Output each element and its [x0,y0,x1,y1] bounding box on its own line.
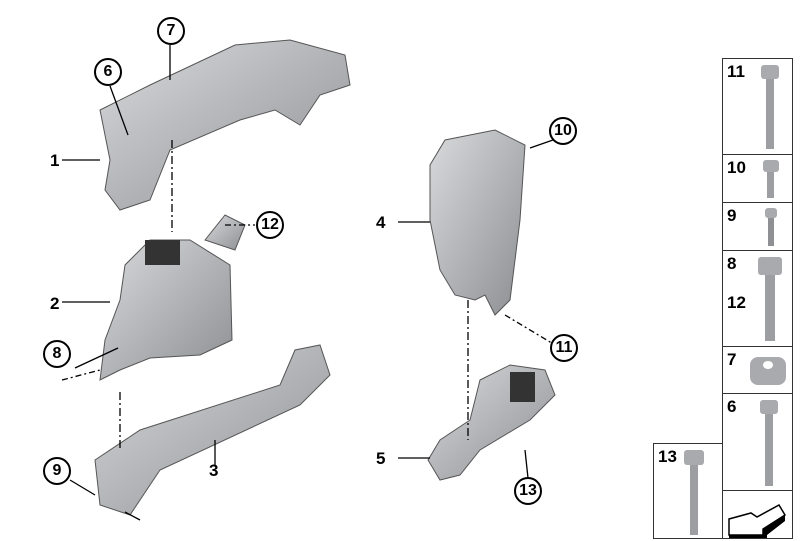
direction-arrow-panel [722,490,793,539]
gearbox-bracket-part-4[interactable] [429,129,526,316]
hardware-bolt-13[interactable]: 13 [653,443,723,539]
callout-2: 2 [50,294,60,313]
hardware-label: 12 [727,293,746,312]
callout-11: 11 [550,334,578,362]
callout-1: 1 [50,151,60,170]
callout-9: 9 [43,457,71,485]
hardware-bolt-10[interactable]: 10 [722,154,793,203]
callout-5: 5 [376,449,386,468]
hardware-nut-7[interactable]: 7 [722,346,793,394]
callout-10: 10 [549,117,577,145]
hardware-label: 13 [658,447,677,466]
rubber-insert [145,240,180,265]
callout-4: 4 [376,213,386,232]
callout-12: 12 [256,211,284,239]
leader-lines [61,45,556,521]
callout-8: 8 [43,340,71,368]
hardware-bolt-6[interactable]: 6 [722,393,793,491]
engine-mount-part-2[interactable] [99,239,233,381]
hardware-bolt-9[interactable]: 9 [722,202,793,251]
hardware-label: 8 [727,254,737,273]
support-strut-part-3[interactable] [94,344,331,516]
hardware-label: 10 [727,158,746,177]
torque-rod-part-5[interactable] [427,364,556,481]
hardware-bolt-8-12[interactable]: 8 12 [722,250,793,347]
hardware-label: 9 [727,206,737,225]
hardware-label: 11 [727,62,745,81]
callout-6: 6 [94,58,122,86]
hardware-bolt-11[interactable]: 11 [722,58,793,155]
engine-bracket-part-1[interactable] [99,39,351,211]
arrow-icon [728,503,787,538]
callout-3: 3 [209,461,219,480]
callout-13: 13 [514,477,542,505]
callout-7: 7 [157,17,185,45]
hardware-label: 7 [727,350,737,369]
hardware-label: 6 [727,397,737,416]
